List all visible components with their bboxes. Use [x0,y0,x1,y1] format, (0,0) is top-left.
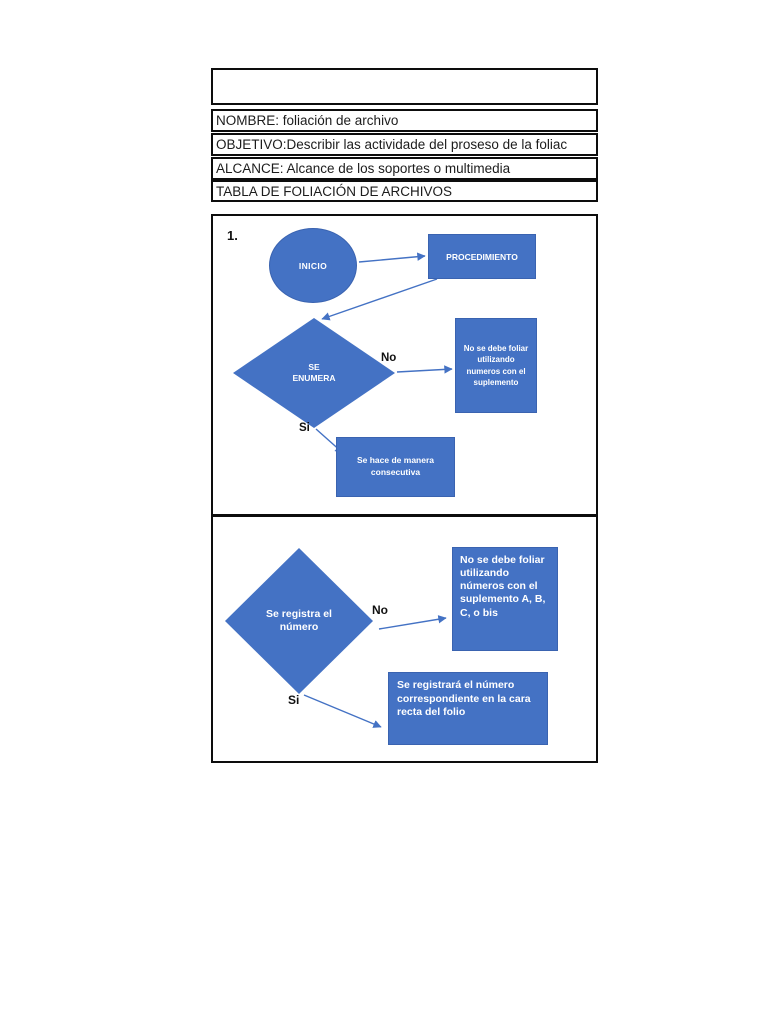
arrow-inicio-to-procedimiento [358,252,426,263]
process-box-procedimiento: PROCEDIMIENTO [428,234,536,279]
header-title-cell [211,68,598,105]
result-box-consecutiva: Se hace de manera consecutiva [336,437,455,497]
result-no-text: No se debe foliar utilizando numeros con… [463,344,529,387]
flowchart-box-2: Se registra el número No Si No se debe f… [211,515,598,763]
result-box-no-foliar: No se debe foliar utilizando numeros con… [455,318,537,413]
decision-label: SE ENUMERA [292,361,336,383]
result2-si-text: Se registrará el número correspondiente … [397,679,531,719]
result-box2-registrar: Se registrará el número correspondiente … [388,672,548,745]
arrow-decision2-no [378,615,447,630]
arrow-decision-no [396,365,453,374]
branch2-label-no: No [372,603,388,617]
header-row-nombre: NOMBRE: foliación de archivo [211,109,598,132]
decision-diamond-se-registra: Se registra el número [225,548,373,694]
decision-diamond-se-enumera: SE ENUMERA [233,318,395,428]
result-si-text: Se hace de manera consecutiva [356,455,434,477]
branch-label-si: Si [299,422,310,434]
branch-label-no: No [381,352,397,364]
header-row-alcance: ALCANCE: Alcance de los soportes o multi… [211,157,598,180]
start-ellipse-inicio: INICIO [269,228,357,303]
process-label: PROCEDIMIENTO [446,251,518,262]
arrow-decision2-si [303,694,382,728]
branch2-label-si: Si [288,693,300,707]
result-box2-no-foliar: No se debe foliar utilizando números con… [452,547,558,651]
result2-no-text: No se debe foliar utilizando números con… [460,554,546,619]
start-label: INICIO [298,260,328,271]
header-row-tabla: TABLA DE FOLIACIÓN DE ARCHIVOS [211,180,598,202]
step-number: 1. [227,228,238,243]
flowchart-box-1: 1. INICIO PROCEDIMIENTO SE ENUMERA No Si… [211,214,598,516]
decision2-label: Se registra el número [266,607,332,633]
header-row-objetivo: OBJETIVO:Describir las actividade del pr… [211,133,598,156]
